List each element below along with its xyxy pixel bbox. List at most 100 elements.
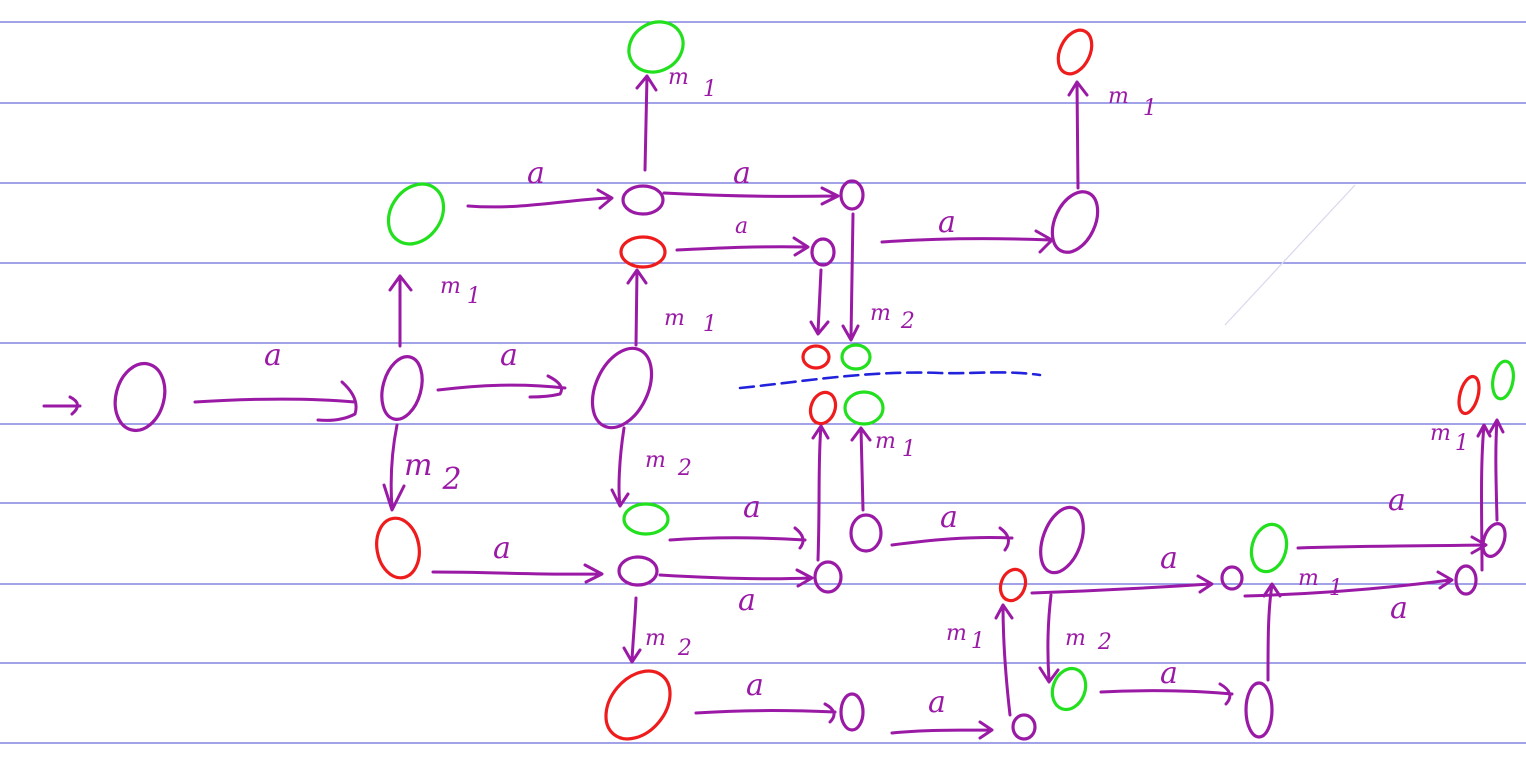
- transition-arrow: [1262, 582, 1282, 682]
- label-a: a: [746, 668, 764, 703]
- label-m2-subscript: 2: [677, 636, 692, 661]
- transition-arrow: [850, 426, 872, 512]
- label-a: a: [1160, 656, 1178, 691]
- label-a: a: [735, 214, 748, 239]
- label-m1-subscript: 1: [971, 629, 985, 654]
- rejecting-state: [375, 516, 421, 580]
- accepting-state: [1050, 666, 1088, 712]
- transition-arrow: [880, 229, 1054, 254]
- label-m2-letter: m: [645, 626, 666, 651]
- transition-arrow: [1030, 574, 1214, 595]
- rejecting-state: [604, 669, 672, 741]
- label-m2-letter: m: [404, 448, 432, 483]
- transition-arrow: [436, 374, 567, 399]
- state: [380, 355, 424, 421]
- state: [1481, 522, 1507, 558]
- state: [621, 184, 665, 216]
- label-m1-letter: m: [1108, 84, 1129, 109]
- transition-arrow: [1038, 593, 1060, 684]
- blue-scribble: [738, 371, 1042, 390]
- accepting-state: [627, 20, 685, 74]
- label-a: a: [928, 685, 946, 720]
- label-a: a: [743, 490, 761, 525]
- label-m2-subscript: 2: [1097, 630, 1112, 655]
- label-m2-letter: m: [870, 301, 891, 326]
- label-m1-letter: m: [1430, 421, 1451, 446]
- state: [590, 346, 654, 430]
- transition-arrow: [658, 568, 814, 588]
- label-a: a: [1388, 483, 1406, 518]
- state: [1244, 681, 1274, 739]
- transition-arrow: [626, 268, 648, 347]
- label-a: a: [493, 531, 511, 566]
- label-m1-subscript: 1: [902, 437, 916, 462]
- accepting-state: [386, 182, 446, 246]
- label-m1-subscript: 1: [1329, 576, 1343, 601]
- label-m1-letter: m: [875, 429, 896, 454]
- transition-arrow: [388, 274, 413, 348]
- faint-diagonal-stroke: [1224, 184, 1356, 326]
- rejecting-state: [1457, 374, 1481, 416]
- accepting-state: [622, 502, 670, 536]
- state: [1050, 190, 1100, 254]
- state: [1454, 564, 1478, 596]
- transition-arrow: [1243, 570, 1454, 598]
- label-a: a: [1390, 591, 1408, 626]
- start-arrow: [42, 395, 82, 416]
- label-m1-letter: m: [946, 621, 967, 646]
- label-m2-subscript: 2: [900, 309, 915, 334]
- state: [849, 513, 883, 553]
- rejecting-state: [808, 390, 838, 426]
- transition-arrow: [890, 720, 994, 740]
- rejecting-state: [619, 235, 667, 269]
- accepting-state: [1249, 522, 1289, 574]
- transition-arrow: [1476, 423, 1492, 572]
- state: [839, 179, 865, 211]
- transition-arrow: [694, 702, 837, 724]
- state: [1039, 505, 1085, 575]
- states: [113, 20, 1515, 741]
- label-m1-subscript: 1: [467, 284, 481, 309]
- transition-arrow: [1067, 80, 1089, 190]
- transition-arrow: [1488, 418, 1505, 522]
- label-m2-letter: m: [645, 448, 666, 473]
- label-m1-subscript: 1: [1455, 431, 1469, 456]
- accepting-state: [843, 390, 885, 426]
- state: [839, 692, 865, 732]
- transition-arrow: [668, 526, 807, 550]
- transition-arrow: [1296, 535, 1488, 555]
- transition-arrow: [610, 426, 630, 508]
- rejecting-state: [998, 567, 1028, 603]
- transition-arrow: [635, 74, 658, 172]
- label-a: a: [527, 156, 545, 191]
- state: [617, 555, 659, 587]
- state: [810, 237, 836, 267]
- transition-arrow: [622, 596, 642, 664]
- label-m1-letter: m: [440, 274, 461, 299]
- start-state: [113, 361, 167, 433]
- state: [1011, 713, 1037, 741]
- transition-arrow: [811, 424, 830, 562]
- label-a: a: [738, 583, 756, 618]
- label-a: a: [938, 205, 956, 240]
- label-m1-subscript: 1: [1143, 96, 1157, 121]
- label-m1-subscript: 1: [703, 312, 717, 337]
- label-a: a: [500, 338, 518, 373]
- transition-arrow: [466, 188, 614, 210]
- label-m1-letter: m: [668, 65, 689, 90]
- label-m1-letter: m: [664, 306, 685, 331]
